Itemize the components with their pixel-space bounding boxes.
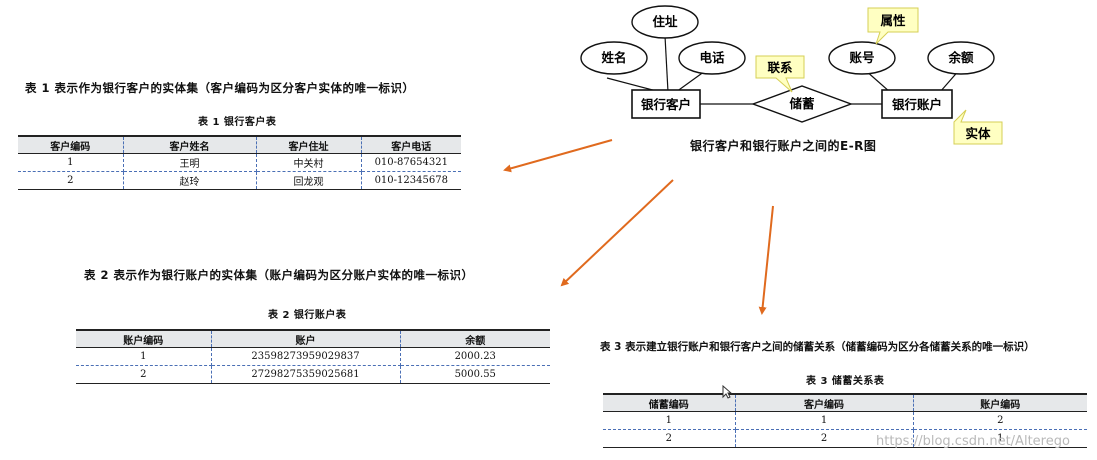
table-cell: 回龙观 bbox=[255, 171, 362, 190]
table-cell: 1 bbox=[912, 429, 1087, 448]
table-cell: 1 bbox=[603, 411, 736, 430]
attr-balance-ellipse bbox=[927, 41, 995, 75]
attr-phone-ellipse bbox=[678, 41, 746, 75]
table3-header: 储蓄编码 bbox=[603, 393, 736, 412]
arrow-to-table1 bbox=[503, 139, 613, 173]
note-relationship: 联系 bbox=[755, 55, 805, 93]
table-row: 1 1 2 bbox=[603, 411, 1087, 430]
attr-name-label: 姓名 bbox=[600, 50, 626, 65]
table-cell: 赵玲 bbox=[122, 171, 257, 190]
watermark: https://blog.csdn.net/Alterego bbox=[876, 434, 1070, 449]
attr-balance-label: 余额 bbox=[947, 50, 974, 65]
table-cell: 中关村 bbox=[255, 153, 362, 172]
table3-intro: 表 3 表示建立银行账户和银行客户之间的储蓄关系（储蓄编码为区分各储蓄关系的唯一… bbox=[600, 341, 1035, 353]
table-cell: 王明 bbox=[122, 153, 257, 172]
attr-account-no-label: 账号 bbox=[849, 50, 874, 65]
note-entity: 实体 bbox=[953, 109, 1003, 145]
entity-customer-box bbox=[631, 89, 701, 119]
table1-customers: 客户编码 客户姓名 客户住址 客户电话 1 王明 中关村 010-8765432… bbox=[18, 135, 461, 190]
table-cell: 010-12345678 bbox=[360, 171, 461, 190]
attr-phone-label: 电话 bbox=[699, 50, 725, 65]
table3-savings: 储蓄编码 客户编码 账户编码 1 1 2 2 2 1 bbox=[603, 393, 1087, 448]
table2-header: 余额 bbox=[399, 329, 550, 348]
svg-text:联系: 联系 bbox=[767, 60, 793, 75]
table3-header: 账户编码 bbox=[912, 393, 1087, 412]
attr-name-ellipse bbox=[580, 41, 648, 75]
table2-header: 账户编码 bbox=[76, 329, 212, 348]
table2-accounts: 账户编码 账户 余额 1 23598273959029837 2000.23 2… bbox=[76, 329, 550, 384]
table3-header: 客户编码 bbox=[734, 393, 914, 412]
table3-title: 表 3 储蓄关系表 bbox=[806, 376, 885, 387]
entity-account-label: 银行账户 bbox=[892, 97, 942, 112]
table-cell: 2 bbox=[912, 411, 1087, 430]
note-attribute: 属性 bbox=[867, 7, 919, 45]
table-cell: 27298275359025681 bbox=[210, 365, 401, 384]
er-diagram: 姓名 住址 电话 账号 余额 银行客户 银行账户 储蓄 联系 属性 实体 bbox=[580, 5, 1003, 145]
table-cell: 5000.55 bbox=[399, 365, 550, 384]
arrow-to-table3 bbox=[758, 205, 774, 315]
attr-address-ellipse bbox=[631, 5, 699, 39]
svg-text:属性: 属性 bbox=[880, 13, 906, 28]
mouse-cursor-icon bbox=[722, 385, 732, 399]
arrow-to-table2 bbox=[560, 179, 674, 287]
table-cell: 2 bbox=[18, 171, 124, 190]
svg-text:实体: 实体 bbox=[965, 126, 991, 141]
table1-intro: 表 1 表示作为银行客户的实体集（客户编码为区分客户实体的唯一标识） bbox=[25, 81, 415, 95]
table-cell: 2 bbox=[603, 429, 736, 448]
relationship-label: 储蓄 bbox=[788, 96, 815, 111]
table2-header: 账户 bbox=[210, 329, 401, 348]
table1-header: 客户住址 bbox=[255, 135, 362, 154]
table-row: 2 27298275359025681 5000.55 bbox=[76, 365, 550, 384]
table-cell: 2 bbox=[76, 365, 212, 384]
table-row: 2 2 1 bbox=[603, 429, 1087, 448]
table1-header: 客户电话 bbox=[360, 135, 461, 154]
table-cell: 23598273959029837 bbox=[210, 347, 401, 366]
table-cell: 2000.23 bbox=[399, 347, 550, 366]
entity-customer-label: 银行客户 bbox=[641, 97, 691, 112]
table2-title: 表 2 银行账户表 bbox=[268, 310, 347, 321]
table-cell: 1 bbox=[76, 347, 212, 366]
table2-intro: 表 2 表示作为银行账户的实体集（账户编码为区分账户实体的唯一标识） bbox=[84, 268, 474, 282]
table-row: 1 23598273959029837 2000.23 bbox=[76, 347, 550, 366]
attr-account-no-ellipse bbox=[828, 41, 896, 75]
table1-title: 表 1 银行客户表 bbox=[198, 117, 277, 128]
table-cell: 1 bbox=[734, 411, 914, 430]
er-caption: 银行客户和银行账户之间的E-R图 bbox=[690, 139, 877, 153]
table-row: 1 王明 中关村 010-87654321 bbox=[18, 153, 461, 172]
table-cell: 1 bbox=[18, 153, 124, 172]
relationship-diamond bbox=[750, 85, 854, 123]
table1-header: 客户编码 bbox=[18, 135, 124, 154]
entity-account-box bbox=[881, 89, 953, 119]
table-cell: 010-87654321 bbox=[360, 153, 461, 172]
attr-address-label: 住址 bbox=[652, 14, 678, 29]
table-row: 2 赵玲 回龙观 010-12345678 bbox=[18, 171, 461, 190]
table1-header: 客户姓名 bbox=[122, 135, 257, 154]
